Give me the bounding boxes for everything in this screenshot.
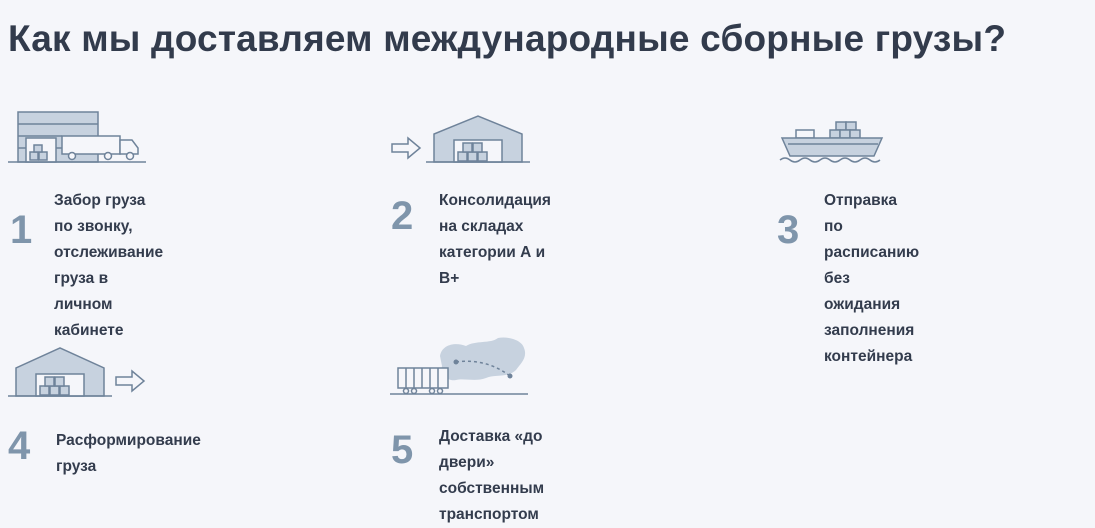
page-title: Как мы доставляем международные сборные … bbox=[8, 18, 1007, 59]
step-number: 2 bbox=[391, 194, 414, 238]
step-text: Отправка по расписанию без ожидания запо… bbox=[824, 192, 920, 365]
step-text: Расформирование груза bbox=[56, 432, 201, 475]
step-text: Забор груза по звонку, отслеживание груз… bbox=[54, 192, 164, 339]
step-text: Доставка «до двери» собственным транспор… bbox=[439, 428, 545, 523]
railcar-map-icon bbox=[390, 337, 528, 395]
warehouse-arrow-out-icon bbox=[8, 347, 146, 397]
cargo-ship-icon bbox=[779, 121, 884, 163]
step-number: 3 bbox=[777, 208, 800, 252]
step-text: Консолидация на складах категории А и В+ bbox=[439, 192, 551, 287]
step-number: 1 bbox=[10, 208, 33, 252]
step-number: 4 bbox=[8, 424, 31, 468]
step-number: 5 bbox=[391, 428, 414, 472]
warehouse-truck-icon bbox=[8, 111, 146, 163]
arrow-into-warehouse-icon bbox=[391, 115, 530, 163]
